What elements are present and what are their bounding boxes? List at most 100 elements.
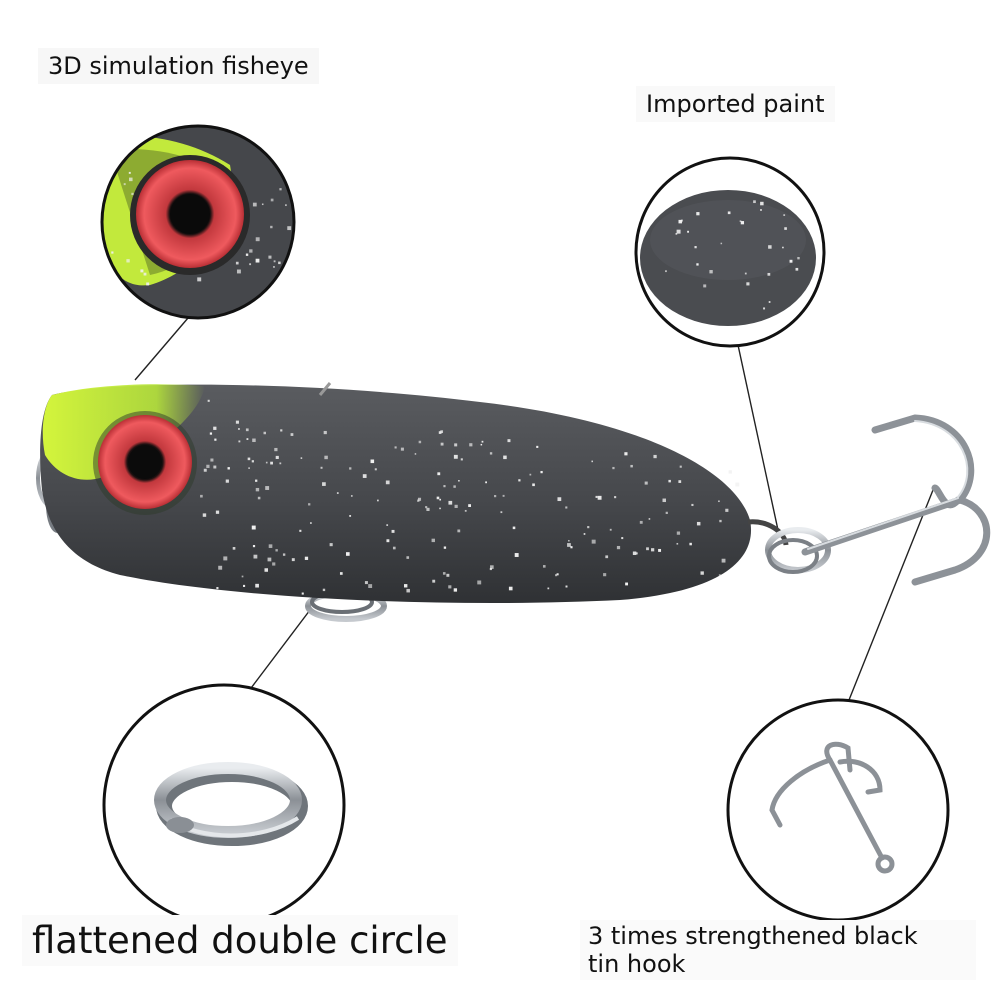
glitter-flake: [632, 551, 637, 555]
glitter-flake: [301, 592, 304, 595]
glitter-flake: [464, 509, 467, 512]
glitter-flake: [784, 227, 787, 230]
fisheye-callout-label: 3D simulation fisheye: [38, 48, 319, 84]
glitter-flake: [443, 485, 446, 488]
glitter-flake: [146, 282, 150, 286]
glitter-flake: [225, 479, 229, 483]
glitter-flake: [609, 528, 612, 531]
glitter-flake: [111, 251, 114, 254]
glitter-flake: [624, 452, 628, 456]
glitter-flake: [437, 472, 441, 476]
glitter-flake: [272, 562, 276, 566]
back-wire: [318, 382, 332, 396]
glitter-flake: [197, 277, 202, 282]
glitter-flake: [339, 572, 343, 575]
glitter-flake: [440, 442, 444, 446]
glitter-flake: [386, 524, 389, 526]
glitter-flake: [625, 582, 629, 586]
glitter-flake: [448, 585, 452, 589]
glitter-flake: [207, 399, 210, 402]
glitter-flake: [718, 500, 720, 503]
glitter-flake: [246, 438, 249, 440]
glitter-flake: [443, 546, 447, 549]
glitter-flake: [735, 482, 740, 487]
glitter-flake: [202, 513, 207, 517]
glitter-flake: [218, 565, 223, 570]
glitter-flake: [368, 584, 373, 588]
glitter-flakes: [200, 399, 740, 595]
glitter-flake: [273, 260, 276, 263]
glitter-flake: [308, 503, 311, 506]
glitter-flake: [270, 198, 274, 202]
glitter-flake: [454, 443, 458, 447]
glitter-flake: [612, 466, 615, 470]
glitter-flake: [489, 452, 493, 455]
glitter-flake: [126, 259, 130, 263]
glitter-flake: [300, 457, 303, 459]
glitter-flake: [392, 546, 396, 550]
glitter-flake: [394, 446, 397, 449]
glitter-flake: [264, 568, 269, 572]
glitter-flake: [414, 453, 417, 455]
glitter-flake: [265, 461, 268, 464]
glitter-flake: [744, 272, 747, 275]
glitter-flake: [768, 245, 772, 249]
glitter-flake: [728, 470, 732, 474]
glitter-flake: [275, 549, 278, 552]
glitter-flake: [206, 464, 210, 468]
glitter-flake: [782, 246, 784, 249]
glitter-flake: [635, 552, 638, 555]
glitter-flake: [377, 499, 379, 502]
glitter-flake: [494, 494, 497, 498]
glitter-flake: [540, 470, 543, 474]
hook-callout-label: 3 times strengthened black tin hook: [580, 920, 976, 980]
glitter-flake: [374, 468, 377, 471]
glitter-flake: [725, 508, 729, 512]
glitter-flake: [680, 219, 683, 222]
glitter-flake: [268, 255, 272, 259]
glitter-flake: [665, 270, 667, 273]
glitter-flake: [406, 556, 410, 559]
glitter-flake: [565, 585, 568, 588]
fisheye-leader-line: [134, 317, 189, 381]
glitter-flake: [536, 445, 539, 448]
glitter-flake: [555, 574, 558, 577]
glitter-flake: [514, 553, 519, 557]
glitter-flake: [270, 461, 273, 465]
glitter-flake: [442, 572, 446, 575]
glitter-flake: [662, 498, 667, 503]
glitter-flake: [453, 588, 458, 592]
glitter-flake: [767, 272, 771, 276]
glitter-flake: [210, 458, 214, 462]
hook-leader-line: [844, 484, 936, 711]
glitter-flake: [740, 221, 745, 225]
glitter-flake: [440, 430, 444, 434]
glitter-flake: [131, 192, 134, 196]
glitter-flake: [646, 547, 649, 551]
glitter-flake: [760, 209, 762, 211]
glitter-flake: [274, 447, 278, 452]
glitter-flake: [687, 230, 690, 233]
glitter-flake: [279, 462, 282, 465]
glitter-flake: [263, 431, 267, 435]
glitter-flake: [508, 586, 513, 591]
glitter-flake: [252, 438, 256, 443]
glitter-flake: [329, 543, 333, 547]
glitter-flake: [248, 467, 250, 469]
glitter-flake: [783, 214, 786, 216]
glitter-flake: [227, 467, 230, 470]
glitter-flake: [245, 253, 249, 256]
glitter-flake: [265, 486, 270, 490]
glitter-flake: [268, 544, 273, 548]
glitter-flake: [253, 554, 258, 559]
lure-body: [40, 384, 752, 603]
glitter-flake: [350, 495, 353, 497]
glitter-flake: [691, 503, 694, 507]
glitter-flake: [216, 586, 219, 590]
glitter-flake: [668, 479, 671, 483]
glitter-flake: [385, 480, 390, 485]
glitter-flake: [418, 440, 422, 444]
glitter-flake: [727, 211, 731, 215]
glitter-flake: [324, 455, 328, 460]
